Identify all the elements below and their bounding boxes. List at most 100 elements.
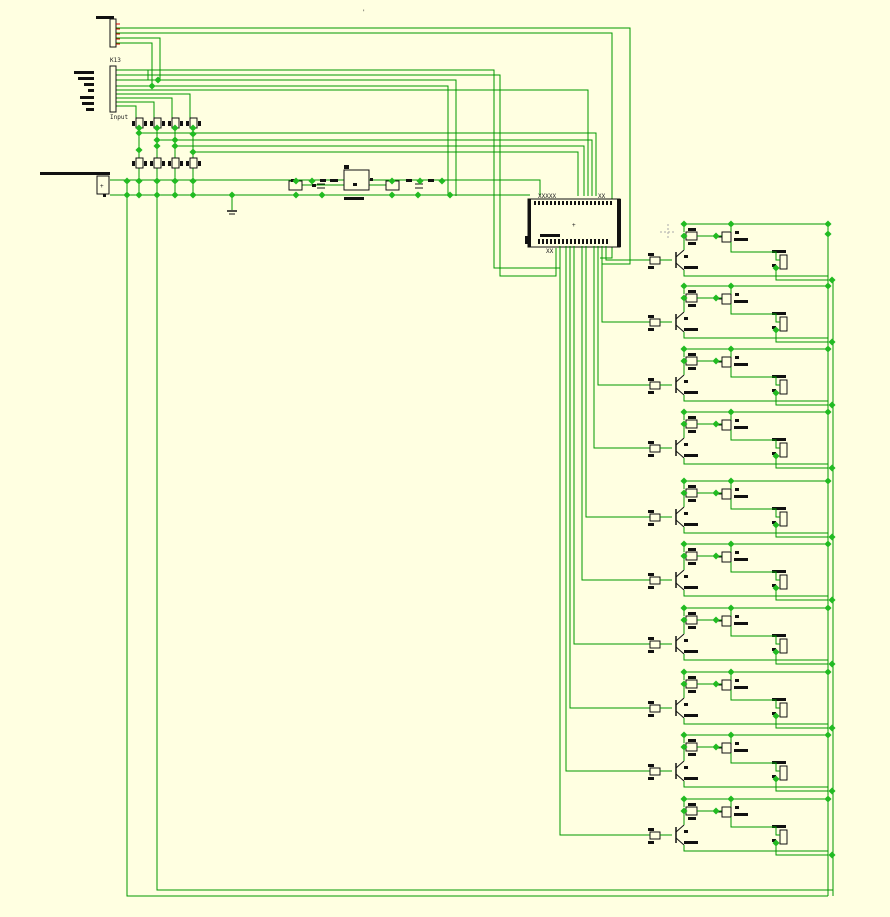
junction-dot <box>727 477 735 485</box>
junction-dot <box>680 552 688 560</box>
wire <box>110 179 541 196</box>
wire <box>175 145 585 196</box>
wire <box>116 37 161 81</box>
junction-dot <box>680 345 688 353</box>
output-label <box>772 326 776 329</box>
resistor-bottom <box>153 157 162 169</box>
gate-resistor <box>685 806 698 816</box>
resistor-label <box>150 121 153 126</box>
output-wire <box>775 716 828 729</box>
junction-dot <box>171 142 179 150</box>
resistor-label <box>198 121 201 126</box>
drain-wire <box>730 499 780 518</box>
junction-dot <box>712 807 720 815</box>
connector-header-bar <box>96 16 114 19</box>
driver-stage <box>581 246 836 604</box>
junction-dot <box>727 795 735 803</box>
mosfet-label <box>735 742 739 745</box>
junction-dot <box>171 136 179 144</box>
mosfet-label <box>735 679 739 682</box>
output-label <box>772 521 776 524</box>
base-resistor <box>649 318 661 327</box>
mcu-pin-bottom <box>578 239 580 244</box>
output-label <box>772 634 786 637</box>
power-plus: + <box>100 183 104 190</box>
mosfet-label <box>734 300 748 303</box>
junction-dot <box>824 408 832 416</box>
resistor-bottom <box>189 157 198 169</box>
output-connector <box>779 316 788 332</box>
junction-dot <box>171 191 179 199</box>
resistor-label <box>688 485 696 488</box>
output-wire <box>775 588 828 601</box>
emitter-wire <box>683 270 828 277</box>
junction-dot <box>438 177 446 185</box>
mosfet-label <box>735 488 739 491</box>
mosfet-label <box>734 495 748 498</box>
junction-dot <box>153 136 161 144</box>
junction-dot <box>712 616 720 624</box>
resistor-label <box>688 739 696 742</box>
mcu-plus: + <box>572 222 576 229</box>
resistor-label <box>648 841 654 844</box>
junction-dot <box>772 584 780 592</box>
resistor-label <box>648 441 654 444</box>
mcu-pin-bottom <box>542 239 544 244</box>
junction-dot <box>680 668 688 676</box>
part-label <box>428 179 434 182</box>
driver-feed-wire <box>573 246 650 645</box>
junction-dot <box>824 604 832 612</box>
mosfet <box>721 488 732 500</box>
transistor-collector <box>675 374 685 383</box>
junction-dot <box>824 282 832 290</box>
resistor-label <box>168 121 171 126</box>
transistor-label <box>684 766 688 769</box>
resistor-label <box>648 701 654 704</box>
connector-pin-label <box>82 102 94 105</box>
mosfet-label <box>734 622 748 625</box>
mosfet-label <box>735 806 739 809</box>
junction-dot <box>680 220 688 228</box>
resistor-label <box>688 242 696 245</box>
driver-feed-wire <box>581 246 650 581</box>
resistor-bottom <box>171 157 180 169</box>
junction-dot <box>727 604 735 612</box>
driver-stage <box>597 246 836 409</box>
mcu-outline-left <box>528 199 531 247</box>
output-wire <box>775 268 828 281</box>
junction-dot <box>727 408 735 416</box>
transistor-label <box>684 830 688 833</box>
base-resistor <box>649 767 661 776</box>
drain-wire <box>730 367 780 386</box>
mcu-pin-bottom <box>594 239 596 244</box>
mosfet <box>721 679 732 691</box>
mcu-pin-bottom <box>562 239 564 244</box>
junction-dot <box>828 338 836 346</box>
output-wire <box>775 779 828 792</box>
junction-dot <box>680 282 688 290</box>
resistor-label <box>648 523 654 526</box>
junction-dot <box>189 148 197 156</box>
mcu-pin-top <box>534 201 536 205</box>
transistor-collector <box>675 697 685 706</box>
junction-dot <box>680 408 688 416</box>
resistor-label <box>198 161 201 166</box>
mcu-pin-bottom <box>558 239 560 244</box>
transistor-emitter <box>675 837 685 846</box>
resistor-label <box>648 828 654 831</box>
driver-feed-wire <box>605 246 650 261</box>
wire <box>116 101 155 120</box>
junction-dot <box>824 795 832 803</box>
junction-dot <box>828 401 836 409</box>
driver-stage <box>559 246 836 859</box>
output-connector <box>779 829 788 845</box>
transistor-emitter <box>675 582 685 591</box>
junction-dot <box>388 191 396 199</box>
mosfet <box>721 806 732 818</box>
resistor-label <box>144 161 147 166</box>
drain-wire <box>730 817 780 836</box>
wire-layer <box>110 27 834 897</box>
mosfet-label <box>734 558 748 561</box>
